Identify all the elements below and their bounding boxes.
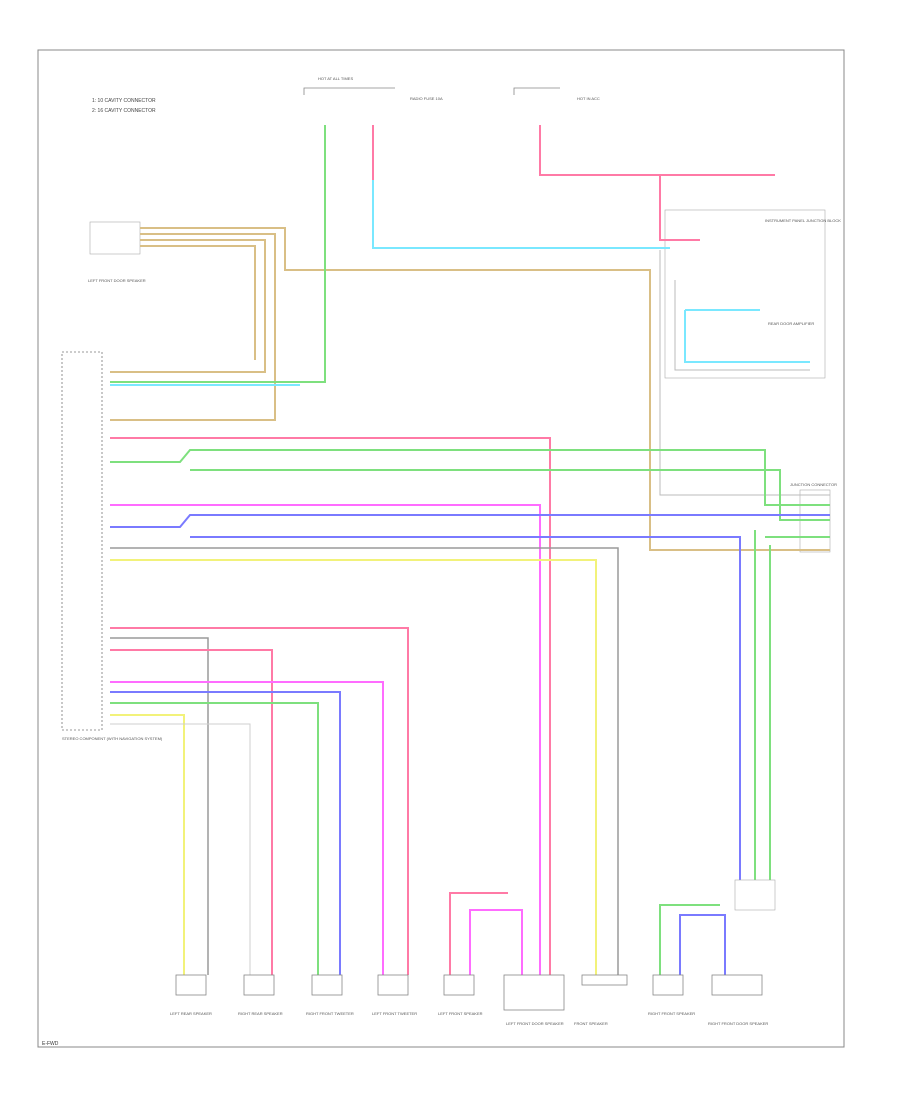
stereo-component-block: [61, 351, 103, 731]
legend-line-1: 1: 10 CAVITY CONNECTOR: [92, 98, 156, 104]
bottom-label-4: LEFT FRONT TWEETER: [372, 1011, 417, 1016]
fuse-label-1: HOT AT ALL TIMES: [318, 76, 353, 81]
green-wire-1: [110, 449, 830, 506]
bottom-label-9: RIGHT FRONT DOOR SPEAKER: [708, 1021, 768, 1026]
bottom-label-6: LEFT FRONT DOOR SPEAKER: [506, 1021, 564, 1026]
cyan-wire-top: [372, 180, 670, 249]
junction-block: [664, 209, 826, 379]
diagram-frame: [37, 49, 845, 1048]
green-wire-top: [110, 125, 326, 383]
blue-wire-lower: [110, 691, 341, 975]
comp-7: [581, 974, 628, 986]
comp-4: [377, 974, 409, 996]
gray-wire-lower-2: [110, 723, 251, 975]
gray-wire-lower-1: [110, 637, 209, 975]
bottom-label-2: RIGHT REAR SPEAKER: [238, 1011, 283, 1016]
comp-6: [503, 974, 565, 1011]
green-wire-2: [190, 469, 830, 521]
yellow-wire-main: [110, 559, 597, 975]
blue-wire-2: [190, 536, 741, 880]
comp-5: [443, 974, 475, 996]
green-loop-bottom: [659, 904, 720, 975]
red-wire-main: [110, 437, 551, 975]
magenta-loop-bottom: [469, 909, 523, 975]
legend-line-2: 2: 16 CAVITY CONNECTOR: [92, 108, 156, 114]
acc-label: HOT IN ACC: [577, 96, 600, 101]
pink-wire-lower-2: [110, 649, 273, 975]
bottom-labels: LEFT REAR SPEAKER RIGHT REAR SPEAKER RIG…: [170, 1011, 768, 1026]
blue-loop-bottom: [679, 914, 726, 975]
bottom-label-5: LEFT FRONT SPEAKER: [438, 1011, 483, 1016]
bottom-label-1: LEFT REAR SPEAKER: [170, 1011, 212, 1016]
green-wire-lower: [110, 702, 319, 975]
right-connector-label: JUNCTION CONNECTOR: [790, 482, 837, 487]
cyan-loop: [684, 309, 810, 363]
comp-8: [652, 974, 684, 996]
magenta-wire-main: [110, 504, 541, 975]
top-bracket-1: [303, 87, 395, 95]
gray-wire-main: [110, 547, 619, 975]
igniter-label: RADIO FUSE 10A: [410, 96, 443, 101]
rear-amp-label: REAR DOOR AMPLIFIER: [768, 321, 814, 326]
gray-loop: [674, 280, 810, 371]
red-wire-top-right: [539, 125, 775, 176]
junction-label: INSTRUMENT PANEL JUNCTION BLOCK: [765, 218, 841, 223]
pink-loop-bottom: [449, 892, 508, 975]
bottom-label-7: FRONT SPEAKER: [574, 1021, 608, 1026]
comp-2: [243, 974, 275, 996]
tan-wire-group: [110, 227, 830, 551]
bottom-label-8: RIGHT FRONT SPEAKER: [648, 1011, 695, 1016]
magenta-wire-lower: [110, 681, 384, 975]
left-front-label: LEFT FRONT DOOR SPEAKER: [88, 278, 146, 283]
red-wire-branch: [659, 175, 700, 241]
upper-left-connector: [89, 221, 141, 255]
bottom-components: [175, 974, 763, 1011]
pink-wire-lower-1: [110, 627, 409, 975]
gray-wire-right: [659, 250, 830, 496]
comp-1: [175, 974, 207, 996]
comp-9: [711, 974, 763, 996]
stereo-label: STEREO COMPONENT (WITH NAVIGATION SYSTEM…: [62, 736, 163, 741]
comp-3: [311, 974, 343, 996]
top-bracket-2: [513, 87, 560, 95]
right-splice-box: [734, 879, 776, 911]
yellow-wire-lower: [110, 714, 185, 975]
green-drop-right: [754, 530, 771, 880]
blue-wire-1: [110, 514, 830, 528]
footer-code: E-FWD: [42, 1041, 59, 1047]
bottom-label-3: RIGHT FRONT TWEETER: [306, 1011, 354, 1016]
